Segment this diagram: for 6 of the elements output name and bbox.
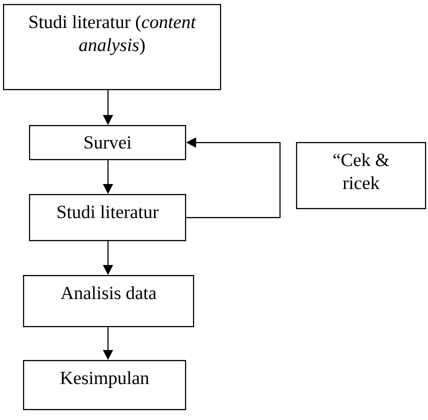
- process-box: Kesimpulan: [23, 360, 186, 410]
- process-box: Survei: [29, 125, 186, 160]
- note-box: “Cek & ricek: [296, 142, 426, 210]
- process-box: Studi literatur (content analysis): [3, 4, 222, 90]
- process-box: Analisis data: [23, 275, 194, 328]
- process-box: Studi literatur: [29, 194, 186, 242]
